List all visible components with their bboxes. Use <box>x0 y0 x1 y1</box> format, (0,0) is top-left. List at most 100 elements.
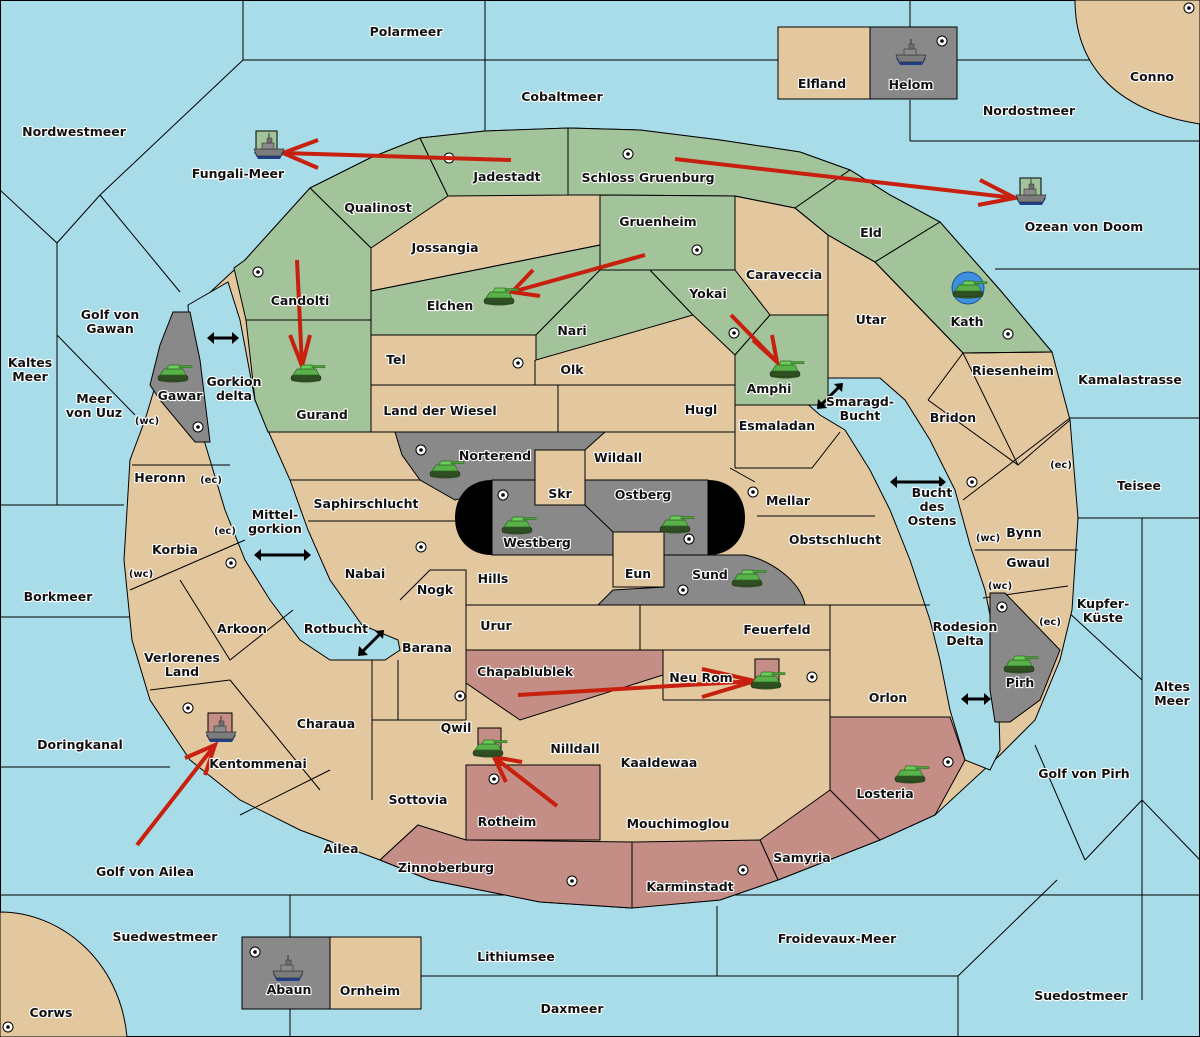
territory-label-sund: Sund <box>692 567 728 582</box>
territory-label-qualinost: Qualinost <box>344 200 411 215</box>
coast-marker: (wc) <box>129 569 153 580</box>
territory-label-feuerfeld: Feuerfeld <box>743 622 810 637</box>
territory-label-gruenheim: Gruenheim <box>619 214 696 229</box>
territory-label-jadestadt: Jadestadt <box>472 169 540 184</box>
territory-label-eun: Eun <box>625 566 651 581</box>
territory-skr[interactable] <box>534 449 586 506</box>
territory-karminstadt[interactable] <box>631 839 779 909</box>
supply-center-icon <box>252 266 264 278</box>
territory-label-bynn: Bynn <box>1006 525 1041 540</box>
territory-label-zinnoberburg: Zinnoberburg <box>398 860 494 875</box>
supply-center-icon <box>249 946 261 958</box>
territory-label-obstschlucht: Obstschlucht <box>789 532 881 547</box>
coast-marker: (wc) <box>135 416 159 427</box>
sea-label-suedwestmeer: Suedwestmeer <box>113 929 219 944</box>
sea-label-mittel-gorkion: Mittel-gorkion <box>248 507 302 536</box>
territory-label-gurand: Gurand <box>296 407 348 422</box>
sea-label-golf-von-pirh: Golf von Pirh <box>1038 766 1129 781</box>
territory-conno[interactable] <box>1074 0 1200 125</box>
territory-label-kath: Kath <box>951 314 984 329</box>
sea-label-teisee: Teisee <box>1117 478 1161 493</box>
territory-label-mouchimoglou: Mouchimoglou <box>627 816 730 831</box>
territory-label-karminstadt: Karminstadt <box>646 879 733 894</box>
supply-center-icon <box>747 486 759 498</box>
territory-label-skr: Skr <box>548 486 572 501</box>
supply-center-icon <box>966 476 978 488</box>
territory-chapablublek[interactable] <box>465 649 664 721</box>
territory-label-caraveccia: Caraveccia <box>746 267 822 282</box>
sea-label-smaragd-bucht: Smaragd-Bucht <box>826 394 894 423</box>
territory-zinnoberburg[interactable] <box>379 824 633 909</box>
territory-label-elchen: Elchen <box>427 298 474 313</box>
territory-label-samyria: Samyria <box>773 850 831 865</box>
territory-label-urur: Urur <box>480 618 512 633</box>
territory-impassable-west <box>455 480 492 555</box>
order-arrow <box>674 157 1022 207</box>
territory-label-korbia: Korbia <box>152 542 198 557</box>
territory-label-nari: Nari <box>557 323 586 338</box>
supply-center-icon <box>806 671 818 683</box>
supply-center-icon <box>683 533 695 545</box>
sea-east-channel[interactable] <box>802 377 1001 771</box>
territory-label-olk: Olk <box>560 362 584 377</box>
territory-rotheim[interactable] <box>465 764 601 841</box>
territory-label-mellar: Mellar <box>766 493 811 508</box>
sea-label-borkmeer: Borkmeer <box>24 589 94 604</box>
sea-label-fungali-meer: Fungali-Meer <box>192 166 285 181</box>
territory-label-kaaldewaa: Kaaldewaa <box>621 755 698 770</box>
territory-label-elfland: Elfland <box>798 76 846 91</box>
territory-impassable-east <box>708 480 745 555</box>
sea-label-lithiumsee: Lithiumsee <box>477 949 555 964</box>
territory-label-utar: Utar <box>856 312 888 327</box>
territory-label-ornheim: Ornheim <box>340 983 400 998</box>
territory-corws[interactable] <box>0 911 128 1037</box>
territory-label-land-der-wiesel: Land der Wiesel <box>383 403 496 418</box>
territory-label-helom: Helom <box>889 77 934 92</box>
sea-label-nordwestmeer: Nordwestmeer <box>22 124 127 139</box>
supply-center-icon <box>728 327 740 339</box>
double-arrow-icon <box>817 383 843 409</box>
supply-center-icon <box>488 773 500 785</box>
supply-center-icon <box>622 148 634 160</box>
territory-amphi[interactable] <box>734 314 829 406</box>
territory-ornheim[interactable] <box>329 936 422 1010</box>
supply-center-icon <box>2 1021 14 1033</box>
sea-label-doringkanal: Doringkanal <box>37 737 123 752</box>
coast-marker: (wc) <box>976 533 1000 544</box>
units <box>157 38 1047 982</box>
double-arrow-icon <box>890 476 946 488</box>
territory-label-rotheim: Rotheim <box>478 814 537 829</box>
supply-center-icon <box>942 756 954 768</box>
double-arrow-icon <box>961 693 991 705</box>
supply-center-icon <box>497 489 509 501</box>
sea-label-golf-von-ailea: Golf von Ailea <box>96 864 194 879</box>
territory-sund[interactable] <box>596 554 806 606</box>
territory-label-wildall: Wildall <box>594 450 642 465</box>
supply-center-icon <box>225 557 237 569</box>
sea-label-suedostmeer: Suedostmeer <box>1034 988 1128 1003</box>
territory-elfland[interactable] <box>777 26 871 100</box>
territory-label-qwil: Qwil <box>441 720 472 735</box>
sea-label-polarmeer: Polarmeer <box>370 24 444 39</box>
supply-center-icon <box>936 35 948 47</box>
territory-label-chapablublek: Chapablublek <box>477 664 574 679</box>
territory-gruenheim[interactable] <box>599 194 736 271</box>
territory-label-charaua: Charaua <box>297 716 355 731</box>
territory-label-nabai: Nabai <box>345 566 386 581</box>
territory-label-losteria: Losteria <box>856 786 913 801</box>
territory-label-amphi: Amphi <box>747 381 792 396</box>
double-arrow-icon <box>207 332 239 344</box>
supply-center-icon <box>512 357 524 369</box>
supply-center-icon <box>182 702 194 714</box>
territory-label-kentommenai: Kentommenai <box>209 756 307 771</box>
territory-label-schloss-gruenburg: Schloss Gruenburg <box>581 170 714 185</box>
territory-eun[interactable] <box>612 531 665 588</box>
territory-label-gwaul: Gwaul <box>1006 555 1049 570</box>
coast-marker: (ec) <box>200 475 222 486</box>
